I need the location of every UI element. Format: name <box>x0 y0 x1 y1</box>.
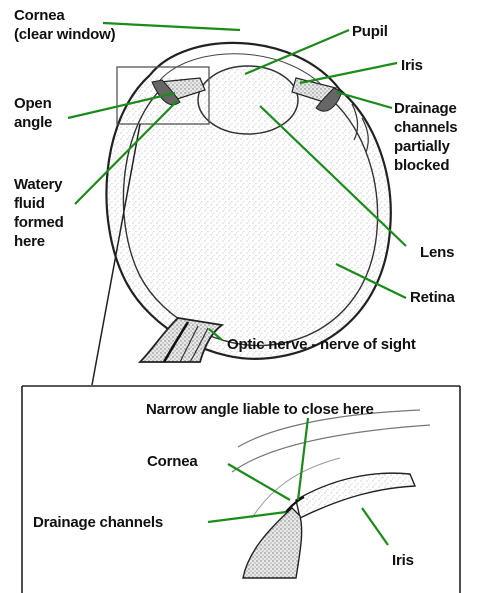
optic-nerve <box>140 318 222 362</box>
label-cornea-line1: Cornea <box>14 6 115 25</box>
label-watery-fluid: Watery fluid formed here <box>14 175 64 251</box>
label-open-angle-line2: angle <box>14 113 52 132</box>
label-drainage-blocked-line1: Drainage <box>394 99 457 118</box>
label-inset-cornea: Cornea <box>147 452 197 471</box>
label-retina: Retina <box>410 288 455 307</box>
label-optic-nerve: Optic nerve - nerve of sight <box>227 335 416 354</box>
label-open-angle: Open angle <box>14 94 52 132</box>
label-inset-drainage-channels: Drainage channels <box>33 513 163 532</box>
label-watery-fluid-line2: fluid <box>14 194 64 213</box>
label-drainage-blocked: Drainage channels partially blocked <box>394 99 457 175</box>
label-drainage-blocked-line3: partially <box>394 137 457 156</box>
label-cornea-line2: (clear window) <box>14 25 115 44</box>
label-watery-fluid-line4: here <box>14 232 64 251</box>
lens-shape <box>198 66 298 134</box>
label-inset-iris: Iris <box>392 551 414 570</box>
label-pupil: Pupil <box>352 22 388 41</box>
label-lens: Lens <box>420 243 454 262</box>
label-cornea: Cornea (clear window) <box>14 6 115 44</box>
label-open-angle-line1: Open <box>14 94 52 113</box>
label-watery-fluid-line1: Watery <box>14 175 64 194</box>
label-narrow-angle: Narrow angle liable to close here <box>146 400 374 419</box>
label-iris: Iris <box>401 56 423 75</box>
label-drainage-blocked-line2: channels <box>394 118 457 137</box>
label-drainage-blocked-line4: blocked <box>394 156 457 175</box>
label-watery-fluid-line3: formed <box>14 213 64 232</box>
